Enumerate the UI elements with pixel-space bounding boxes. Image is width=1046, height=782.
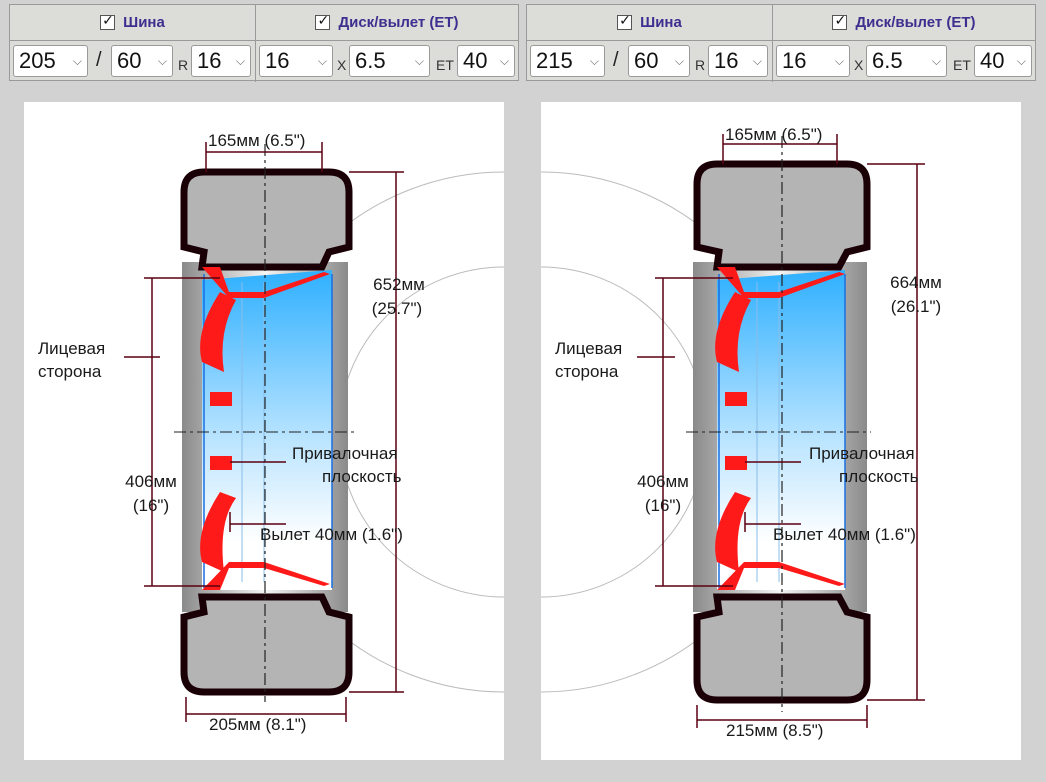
rim-flange-top xyxy=(202,267,330,298)
rim-flange-bottom xyxy=(717,562,845,590)
rim-mm-label: 406мм xyxy=(125,472,177,491)
right-wheel-diagram: 165мм (6.5") 664мм (26.1") Лицевая сторо… xyxy=(541,102,1021,760)
height-mm-label: 664мм xyxy=(890,273,942,292)
disk-checkbox[interactable] xyxy=(315,13,331,30)
height-in-label: (25.7") xyxy=(371,299,423,318)
dimension-lines xyxy=(637,134,925,728)
rim-width-select[interactable]: 6.5⌵ xyxy=(866,45,947,77)
offset-select[interactable]: 40⌵ xyxy=(457,45,515,77)
height-in-label: (26.1") xyxy=(890,297,942,316)
disk-checkbox[interactable] xyxy=(832,13,848,30)
chevron-down-icon: ⌵ xyxy=(1016,54,1026,68)
offset-label: Вылет 40мм (1.6") xyxy=(260,525,403,544)
tire-title: Шина xyxy=(640,14,682,31)
face-label-1: Лицевая xyxy=(38,339,106,358)
disk-section: Диск/вылет (ET) 16⌵ X 6.5⌵ ET 40⌵ xyxy=(772,5,1035,82)
disk-header: Диск/вылет (ET) xyxy=(773,5,1035,41)
rim-flange-bottom xyxy=(202,562,330,590)
tire-profile-select[interactable]: 60⌵ xyxy=(628,45,690,77)
face-label-1: Лицевая xyxy=(555,339,623,358)
rim-barrel xyxy=(717,270,845,590)
x-label: X xyxy=(337,57,347,73)
tire-checkbox[interactable] xyxy=(617,13,633,30)
rim-mm-label: 406мм xyxy=(637,472,689,491)
chevron-down-icon: ⌵ xyxy=(931,54,941,68)
top-width-label: 165мм (6.5") xyxy=(208,131,306,150)
top-width-label: 165мм (6.5") xyxy=(725,125,823,144)
mount-label-2: плоскость xyxy=(322,467,402,486)
right-wheel-drawing xyxy=(541,134,925,728)
chevron-down-icon: ⌵ xyxy=(674,54,684,68)
tire-section: Шина 215⌵ / 60⌵ R 16⌵ xyxy=(527,5,772,82)
r-label: R xyxy=(695,57,706,73)
chevron-down-icon: ⌵ xyxy=(317,54,327,68)
rim-spoke-bottom xyxy=(715,492,751,572)
rim-outline-circle xyxy=(541,266,707,598)
mount-label-1: Привалочная xyxy=(809,444,915,463)
tire-header: Шина xyxy=(10,5,255,41)
face-label-2: сторона xyxy=(38,362,102,381)
rim-spoke-top xyxy=(715,292,751,372)
tire-diameter-select[interactable]: 16⌵ xyxy=(708,45,768,77)
disk-header: Диск/вылет (ET) xyxy=(256,5,518,41)
tire-title: Шина xyxy=(123,14,165,31)
chevron-down-icon: ⌵ xyxy=(157,54,167,68)
tire-section: Шина 205⌵ / 60⌵ R 16⌵ xyxy=(10,5,255,82)
face-label-2: сторона xyxy=(555,362,619,381)
chevron-down-icon: ⌵ xyxy=(72,54,82,68)
rim-spoke-top xyxy=(200,292,236,372)
slash-separator: / xyxy=(613,49,619,71)
r-label: R xyxy=(178,57,189,73)
tire-bottom-section xyxy=(180,593,353,696)
chevron-down-icon: ⌵ xyxy=(589,54,599,68)
mount-label-2: плоскость xyxy=(839,467,919,486)
offset-select[interactable]: 40⌵ xyxy=(974,45,1032,77)
bottom-width-label: 205мм (8.1") xyxy=(209,715,307,734)
bottom-width-label: 215мм (8.5") xyxy=(726,721,824,740)
dimension-lines xyxy=(124,142,404,722)
tire-profile-select[interactable]: 60⌵ xyxy=(111,45,173,77)
rim-in-label: (16") xyxy=(644,496,682,515)
offset-label: Вылет 40мм (1.6") xyxy=(773,525,916,544)
rim-diameter-select[interactable]: 16⌵ xyxy=(259,45,333,77)
chevron-down-icon: ⌵ xyxy=(235,54,245,68)
chevron-down-icon: ⌵ xyxy=(499,54,509,68)
rim-spoke-bottom xyxy=(200,492,236,572)
x-label: X xyxy=(854,57,864,73)
rim-flange-top xyxy=(717,267,845,298)
disk-title: Диск/вылет (ET) xyxy=(855,14,976,31)
left-wheel-diagram: 165мм (6.5") 652мм (25.7") Лицевая сторо… xyxy=(24,102,504,760)
height-mm-label: 652мм xyxy=(373,275,425,294)
mount-label-1: Привалочная xyxy=(292,444,398,463)
disk-section: Диск/вылет (ET) 16⌵ X 6.5⌵ ET 40⌵ xyxy=(255,5,518,82)
chevron-down-icon: ⌵ xyxy=(414,54,424,68)
et-label: ET xyxy=(436,57,454,73)
chevron-down-icon: ⌵ xyxy=(834,54,844,68)
slash-separator: / xyxy=(96,49,102,71)
tire-checkbox[interactable] xyxy=(100,13,116,30)
disk-title: Диск/вылет (ET) xyxy=(338,14,459,31)
chevron-down-icon: ⌵ xyxy=(752,54,762,68)
left-controls: Шина 205⌵ / 60⌵ R 16⌵ Диск/вылет (ET) 16… xyxy=(9,4,519,82)
tire-header: Шина xyxy=(527,5,772,41)
tire-top-section xyxy=(180,168,353,271)
et-label: ET xyxy=(953,57,971,73)
rim-barrel xyxy=(202,270,332,590)
tire-width-select[interactable]: 205⌵ xyxy=(13,45,88,77)
rim-width-select[interactable]: 6.5⌵ xyxy=(349,45,430,77)
tire-diameter-select[interactable]: 16⌵ xyxy=(191,45,251,77)
left-wheel-drawing xyxy=(124,142,504,722)
right-controls: Шина 215⌵ / 60⌵ R 16⌵ Диск/вылет (ET) 16… xyxy=(526,4,1036,82)
rim-in-label: (16") xyxy=(132,496,170,515)
rim-diameter-select[interactable]: 16⌵ xyxy=(776,45,850,77)
tire-width-select[interactable]: 215⌵ xyxy=(530,45,605,77)
